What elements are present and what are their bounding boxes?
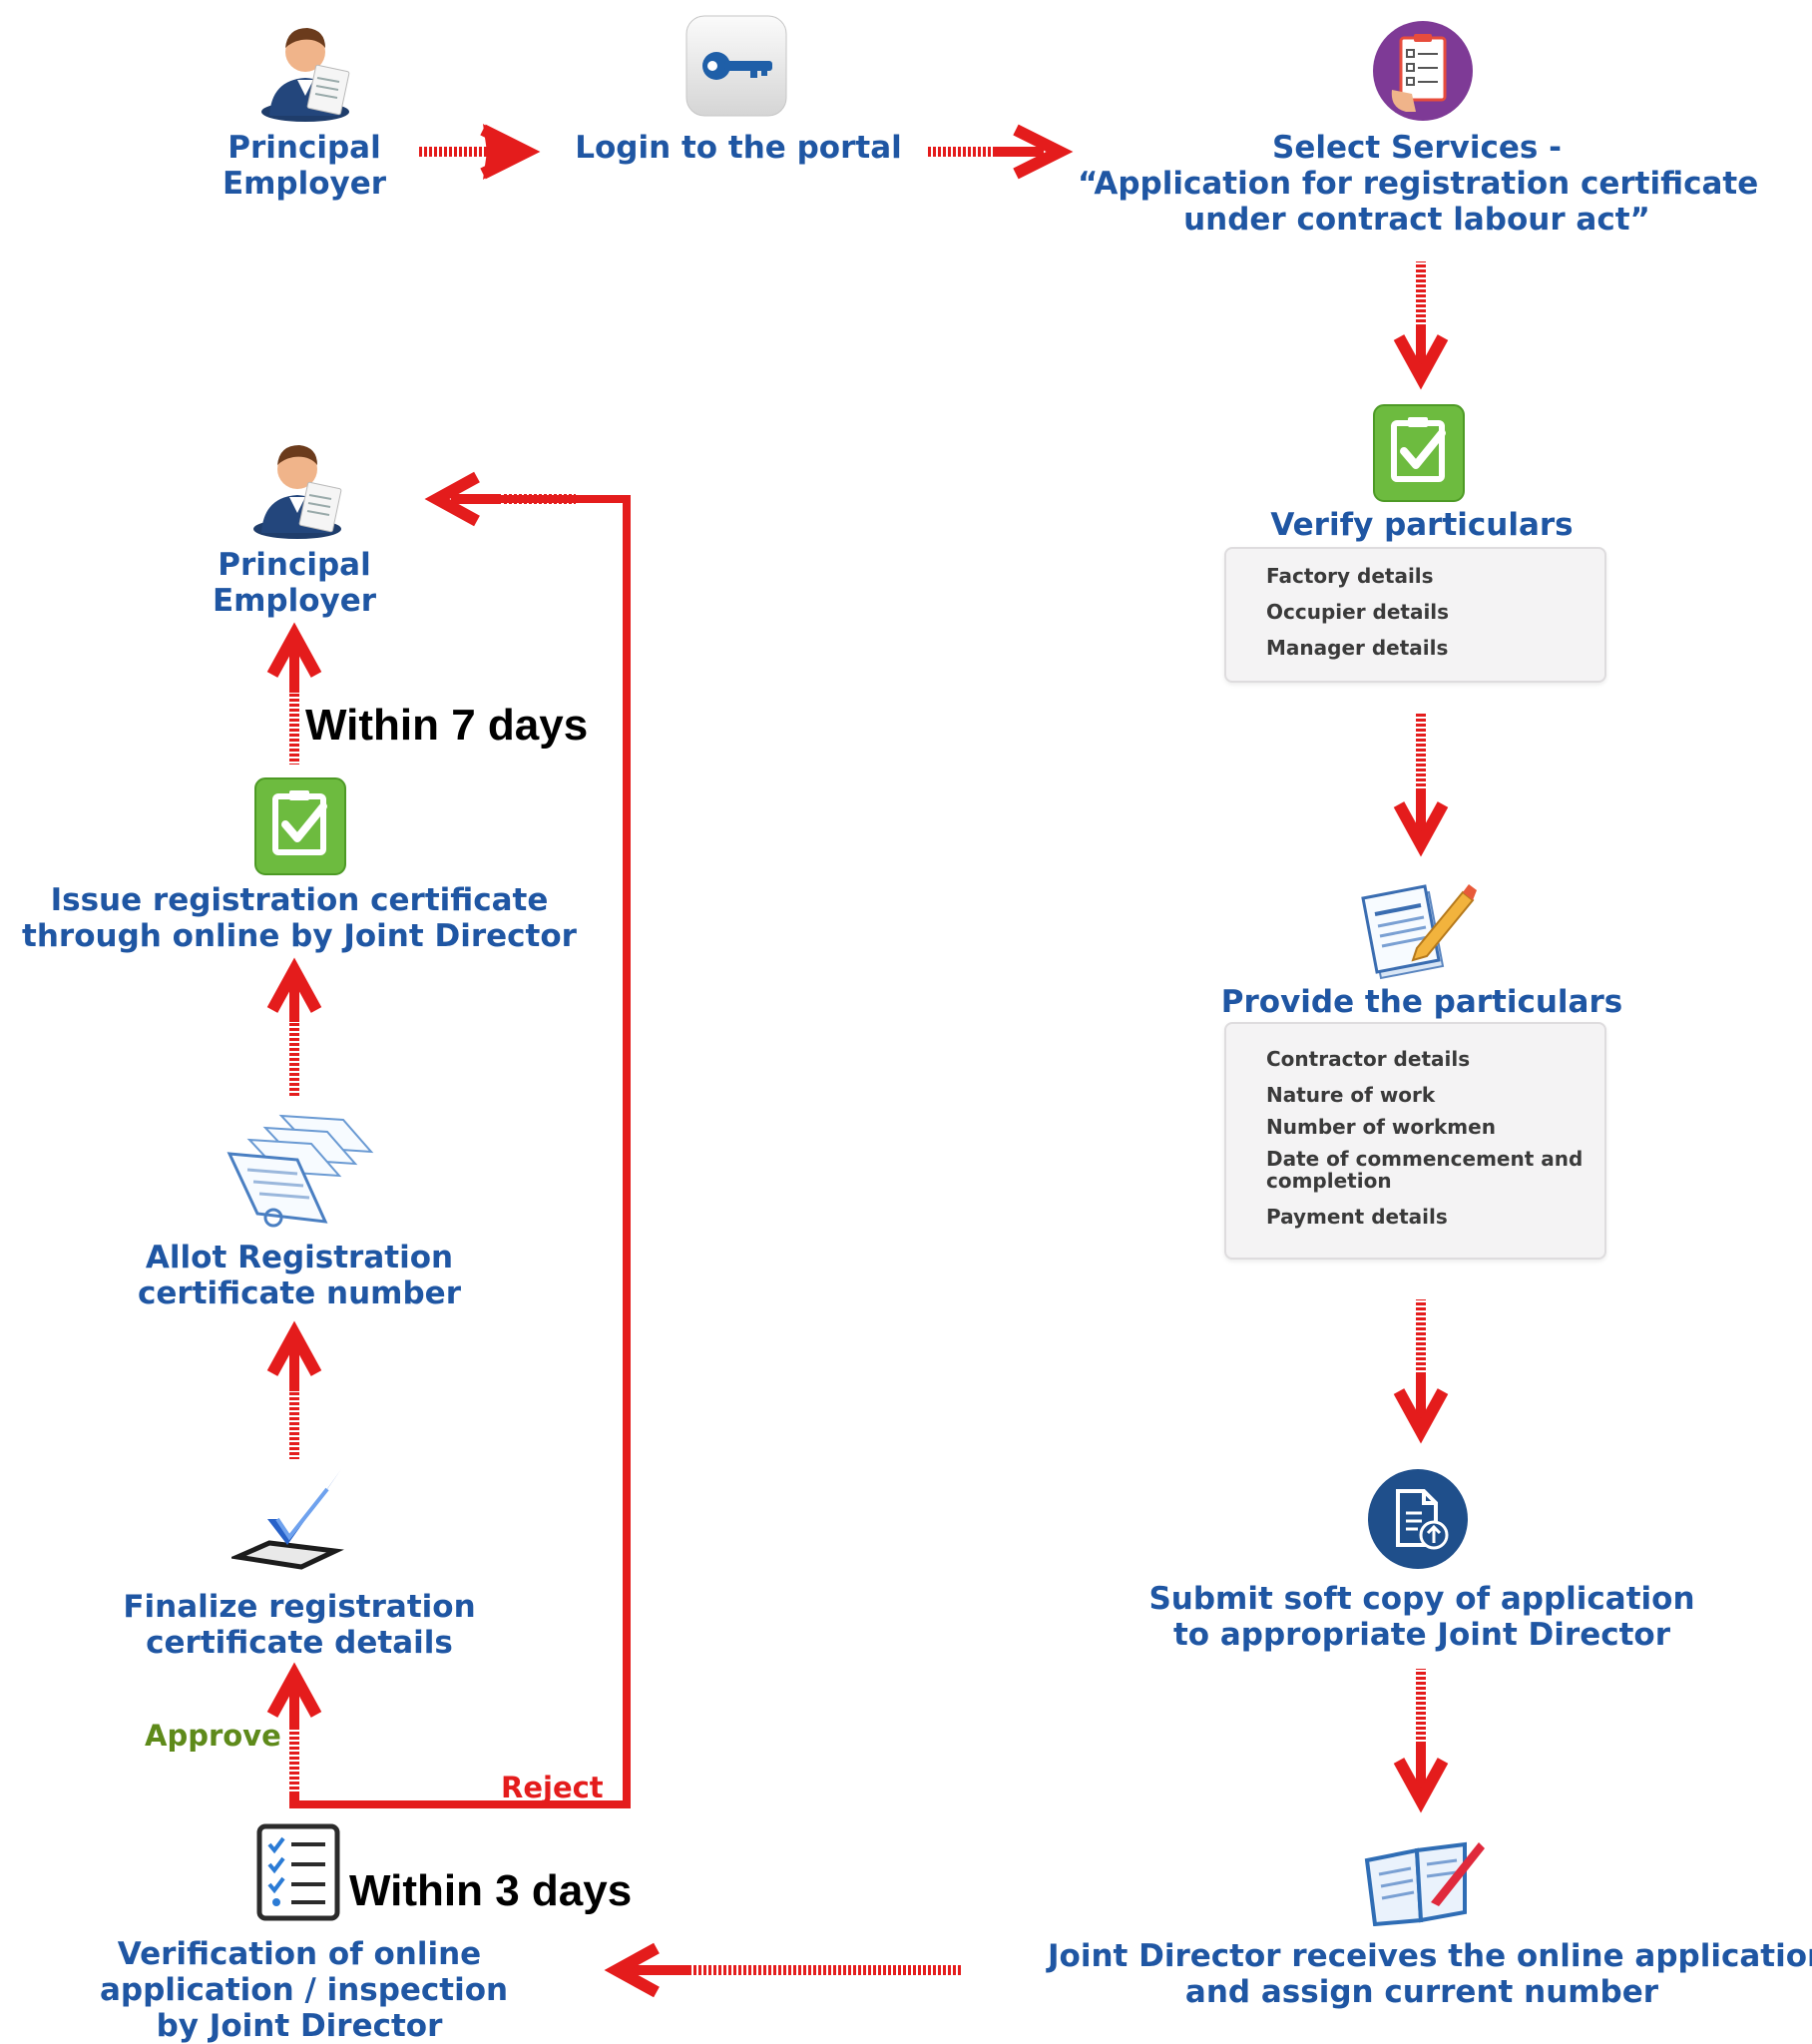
within-3-days-note: Within 3 days (349, 1866, 633, 1915)
step-select-services: Select Services - “Application for regis… (1078, 130, 1759, 238)
arrow-allot-to-issue (266, 957, 322, 1096)
step-finalize: Finalize registration certificate detail… (123, 1589, 476, 1661)
upload-document-icon (1368, 1469, 1468, 1569)
list-item: Factory details (1266, 564, 1434, 588)
list-item: completion (1266, 1169, 1392, 1193)
user-document-icon (261, 28, 350, 122)
arrow-receive-to-verification (604, 1942, 963, 1998)
arrow-issue-to-employer (266, 622, 322, 765)
task-list-icon (256, 1823, 340, 1921)
step-principal-employer-top: Principal Employer (222, 130, 387, 202)
list-item: Contractor details (1266, 1047, 1471, 1071)
notebook-pen-icon (1364, 1841, 1485, 1926)
step-allot: Allot Registration certificate number (138, 1240, 461, 1311)
green-check-icon (254, 777, 346, 875)
stacked-documents-icon (226, 1114, 374, 1228)
verify-details-box: Factory details Occupier details Manager… (1224, 547, 1606, 683)
key-icon (685, 15, 787, 117)
arrow-approve-to-finalize (266, 1662, 322, 1796)
step-principal-employer-bottom: Principal Employer (212, 547, 377, 619)
step-provide-title: Provide the particulars (1220, 984, 1623, 1020)
list-item: Manager details (1266, 636, 1449, 660)
checklist-clipboard-icon (1373, 21, 1473, 121)
step-login: Login to the portal (575, 130, 902, 166)
document-pencil-icon (1361, 884, 1477, 980)
step-receive: Joint Director receives the online appli… (1048, 1938, 1812, 2010)
arrow-finalize-to-allot (266, 1320, 322, 1459)
arrow-submit-to-receive (1393, 1669, 1449, 1813)
within-7-days-note: Within 7 days (305, 701, 589, 750)
step-verification: Verification of online application / ins… (100, 1936, 509, 2044)
user-document-icon (253, 445, 342, 539)
arrow-services-to-verify (1393, 261, 1449, 390)
list-item: Date of commencement and (1266, 1147, 1584, 1171)
step-submit: Submit soft copy of application to appro… (1148, 1581, 1695, 1653)
list-item: Nature of work (1266, 1083, 1436, 1107)
list-item: Occupier details (1266, 600, 1450, 624)
provide-details-box: Contractor details Nature of work Number… (1224, 1022, 1606, 1260)
reject-loop-connector (289, 471, 631, 1808)
arrow-login-to-services (926, 124, 1074, 180)
arrow-provide-to-submit (1393, 1299, 1449, 1444)
arrow-employer-to-login (417, 124, 541, 180)
green-check-icon (1373, 404, 1465, 502)
step-verify-title: Verify particulars (1270, 507, 1574, 543)
checkbox-tick-icon (231, 1469, 344, 1570)
arrow-verify-to-provide (1393, 714, 1449, 857)
approve-label: Approve (145, 1719, 281, 1753)
list-item: Number of workmen (1266, 1115, 1496, 1139)
reject-label: Reject (501, 1771, 604, 1804)
list-item: Payment details (1266, 1205, 1448, 1229)
step-issue: Issue registration certificate through o… (22, 882, 577, 954)
